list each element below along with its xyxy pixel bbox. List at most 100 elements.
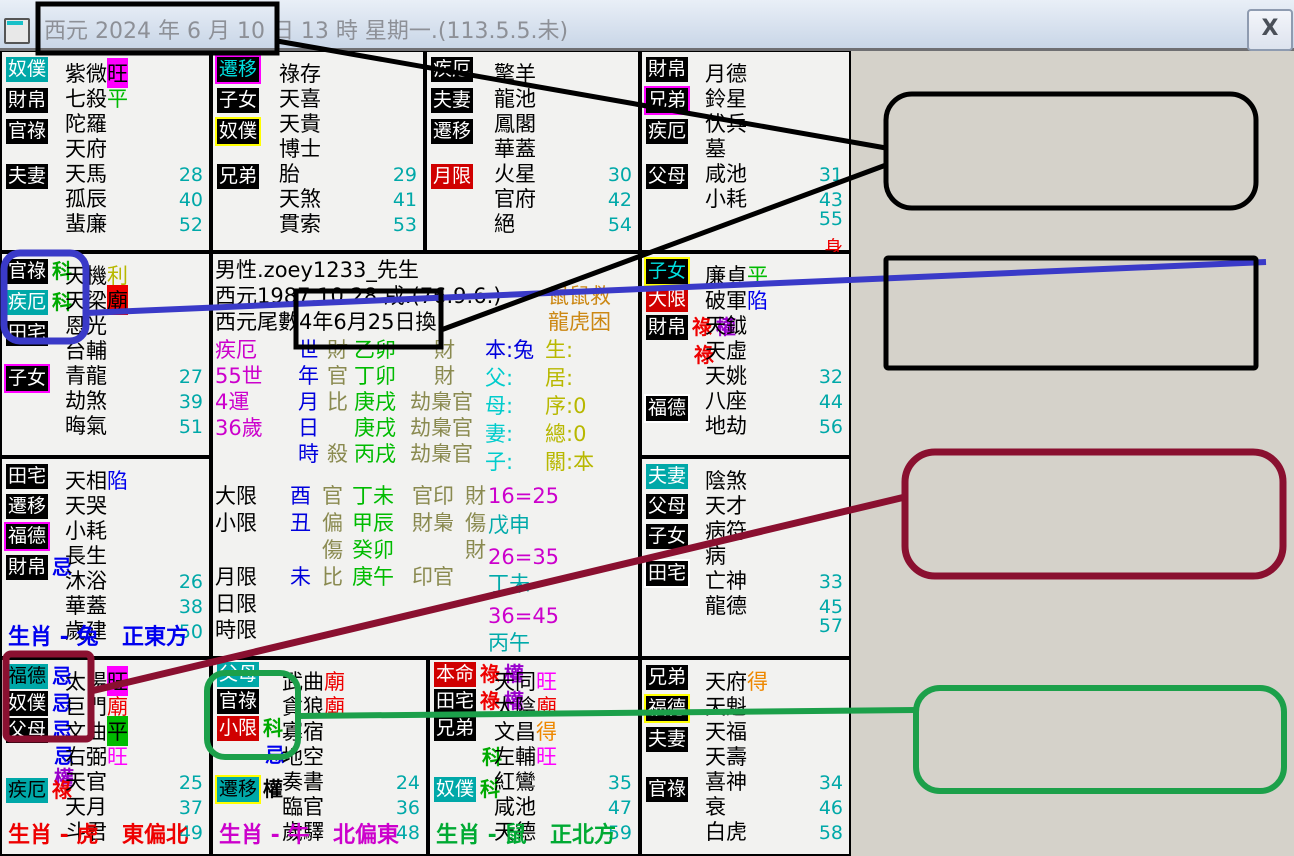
zodiac-label: 生肖 - 牛 — [219, 823, 310, 848]
palace-label-兄弟: 兄弟 — [217, 164, 260, 189]
center-text: 劫梟官 — [410, 416, 473, 440]
close-button[interactable]: X — [1247, 9, 1293, 51]
mid-label-row: 田宅 — [646, 561, 689, 586]
palace-label-福德: 福德 — [6, 664, 49, 689]
star-age-number: 54 — [607, 214, 632, 236]
center-text: 財 — [327, 338, 348, 362]
center-text: 4運 — [215, 390, 250, 414]
palace-label-田宅: 田宅 — [6, 464, 49, 489]
star-row: 台輔 — [65, 335, 203, 363]
star-age-number: 41 — [392, 189, 417, 211]
corner-label-row: 大限 — [646, 287, 689, 312]
direction-label: 正北方 — [550, 823, 617, 848]
transformation-tag-忌: 忌 — [54, 744, 74, 768]
star-age-number: 28 — [178, 164, 203, 186]
transformation-tag-科: 科 — [482, 745, 502, 769]
star-row: 右弼旺 — [65, 741, 203, 769]
corner-label-row: 小限科 — [217, 716, 283, 741]
star-age-number: 29 — [392, 164, 417, 186]
star-row: 祿存 — [279, 58, 417, 86]
center-text: 月限 — [215, 565, 257, 589]
zodiac-label: 生肖 - 虎 — [8, 823, 99, 848]
star-row: 鈴星 — [705, 83, 843, 111]
center-text: 36=45 — [488, 604, 560, 628]
center-text: 大限 — [215, 484, 257, 508]
mid-label-row: 夫妻 — [6, 164, 49, 189]
corner-label-row: 忌 — [217, 743, 285, 768]
star-name: 天月 — [65, 795, 107, 819]
center-text: 丁未 — [488, 572, 530, 596]
star-name: 陀羅 — [65, 112, 107, 136]
corner-label-row: 子女 — [646, 259, 689, 284]
palace-label-兄弟: 兄弟 — [646, 88, 689, 113]
palace-label-奴僕: 奴僕 — [217, 119, 260, 144]
star-name: 晦氣 — [65, 414, 107, 438]
palace-label-奴僕: 奴僕 — [6, 691, 49, 716]
corner-label-row: 福德 — [6, 524, 49, 549]
star-row: 文昌得 — [494, 716, 632, 744]
transformation-tag-祿: 祿 — [480, 689, 501, 713]
palace-label-疾厄: 疾厄 — [6, 778, 49, 803]
star-grade: 平 — [107, 87, 128, 111]
star-age-number: 48 — [395, 822, 420, 844]
star-row: 鳳閣 — [494, 108, 632, 136]
star-grade: 旺 — [107, 58, 128, 88]
palace-label-田宅: 田宅 — [646, 561, 689, 586]
star-row: 天府 — [65, 133, 203, 161]
star-age-number: 24 — [395, 772, 420, 794]
palace-label-田宅: 田宅 — [434, 689, 477, 714]
mid-label-row: 兄弟 — [217, 164, 260, 189]
star-name: 天姚 — [705, 364, 747, 388]
star-row: 天哭 — [65, 490, 203, 518]
palace-label-兄弟: 兄弟 — [434, 716, 477, 741]
palace-label-官祿: 官祿 — [6, 119, 49, 144]
corner-label-row: 兄弟 — [646, 665, 689, 690]
mid-label-row: 月限 — [431, 164, 474, 189]
corner-label-row: 父母 — [217, 662, 260, 687]
star-row: 小耗 — [65, 515, 203, 543]
star-name: 天府 — [65, 137, 107, 161]
star-grade: 廟 — [107, 285, 128, 315]
palace-label-夫妻: 夫妻 — [431, 88, 474, 113]
star-name: 白虎 — [705, 820, 747, 844]
center-text: 印官 — [412, 565, 454, 589]
star-row: 病符 — [705, 515, 843, 543]
center-text: 時 — [298, 442, 319, 466]
corner-label-row: 疾厄科 — [6, 290, 72, 315]
star-age-number: 44 — [818, 391, 843, 413]
center-text: 比 — [322, 565, 343, 589]
star-row: 七殺平 — [65, 83, 203, 111]
palace-label-官祿: 官祿 — [217, 689, 260, 714]
center-text: 庚午 — [352, 565, 394, 589]
center-text: 殺 — [327, 442, 348, 466]
center-text: 庚戌 — [354, 416, 396, 440]
star-row: 地空 — [282, 741, 420, 769]
center-text: 年 — [298, 364, 319, 388]
palace-label-父母: 父母 — [646, 164, 689, 189]
